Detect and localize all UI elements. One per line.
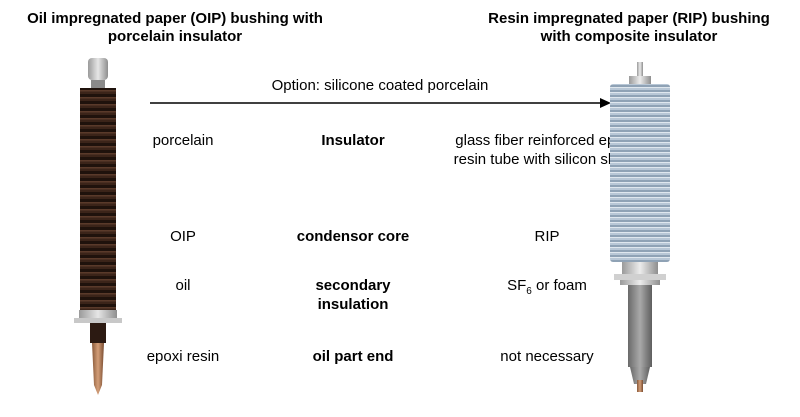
oip-title-line-1: Oil impregnated paper (OIP) bushing with — [27, 10, 323, 27]
row-label-oil-part-end: oil part end — [278, 347, 428, 366]
rip-oil-end-value: not necessary — [432, 347, 662, 366]
rip-flange-lower — [620, 280, 660, 285]
rip-secondary-sf: SF — [507, 277, 527, 294]
rip-bushing-title: Resin impregnated paper (RIP) bushing wi… — [458, 10, 800, 46]
arrow-label: Option: silicone coated porcelain — [271, 77, 489, 94]
oip-flange — [79, 310, 117, 320]
rip-insulator-line-2: resin tube with silicon sheds — [453, 151, 641, 168]
oip-insulator-value: porcelain — [118, 131, 248, 150]
rip-copper-tip — [637, 380, 643, 392]
rip-composite-sheds — [610, 84, 670, 262]
oip-oil-end-text: epoxi resin — [146, 348, 220, 365]
oip-flange-plate — [74, 318, 122, 323]
rip-title-line-1: Resin impregnated paper (RIP) bushing — [488, 10, 770, 27]
rip-insulator-line-1: glass fiber reinforced epoxy — [455, 132, 639, 149]
oip-oil-end-value: epoxi resin — [118, 347, 248, 366]
rip-secondary-subscript: 6 — [526, 286, 532, 297]
oip-secondary-text: oil — [175, 277, 191, 294]
rip-core-text: RIP — [534, 228, 560, 245]
rip-bushing-image — [610, 62, 670, 392]
rip-core-value: RIP — [432, 227, 662, 246]
row-label-condensor-core: condensor core — [278, 227, 428, 246]
row-label-insulator: Insulator — [278, 131, 428, 150]
oip-core-value: OIP — [118, 227, 248, 246]
rip-flange-plate — [614, 274, 666, 280]
row-label-secondary-insulation: secondary insulation — [278, 276, 428, 314]
oip-title-line-2: porcelain insulator — [107, 28, 243, 45]
row-label-condensor-core-text: condensor core — [296, 228, 410, 245]
row-label-insulator-text: Insulator — [321, 132, 385, 149]
row-label-secondary-line-1: secondary — [315, 277, 391, 294]
oip-core-text: OIP — [170, 228, 196, 245]
rip-flange-upper — [622, 262, 658, 274]
oip-lower-porcelain — [90, 323, 106, 343]
arrow-head — [600, 98, 611, 108]
oip-bushing-title: Oil impregnated paper (OIP) bushing with… — [0, 10, 350, 46]
oip-bushing-image — [74, 58, 122, 395]
oip-porcelain-sheds — [80, 88, 116, 310]
rip-title-line-2: with composite insulator — [540, 28, 718, 45]
rip-insulator-value: glass fiber reinforced epoxy resin tube … — [432, 131, 662, 169]
rip-top-terminal — [637, 62, 643, 76]
oip-insulator-text: porcelain — [152, 132, 214, 149]
row-label-oil-part-end-text: oil part end — [312, 348, 394, 365]
rip-secondary-value: SF6 or foam — [432, 276, 662, 301]
oip-top-cap — [88, 58, 108, 80]
rip-secondary-or-foam: or foam — [531, 277, 587, 294]
oip-copper-end — [92, 343, 104, 395]
rip-lower-taper — [630, 367, 650, 384]
oip-cap-neck — [91, 80, 105, 88]
oip-secondary-value: oil — [118, 276, 248, 295]
row-label-secondary-line-2: insulation — [317, 296, 389, 313]
right-arrow — [150, 98, 611, 108]
rip-top-fitting — [629, 76, 651, 84]
rip-lower-part — [628, 285, 652, 367]
rip-oil-end-text: not necessary — [500, 348, 594, 365]
